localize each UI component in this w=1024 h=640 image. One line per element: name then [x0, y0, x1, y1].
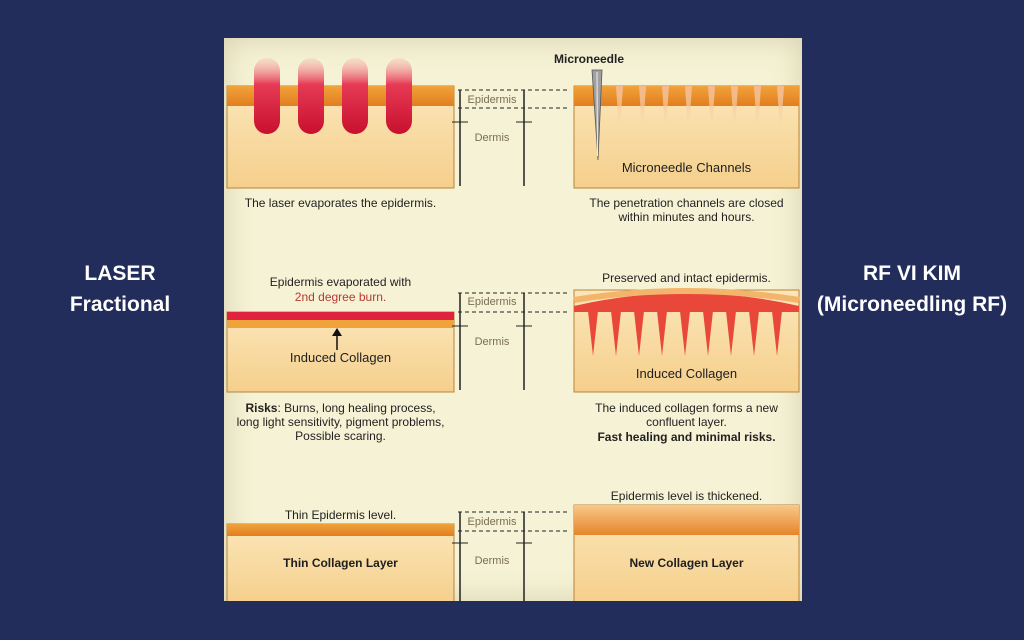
laser-column-4: [386, 58, 412, 134]
thin-collagen-layer-label: Thin Collagen Layer: [283, 556, 398, 570]
row3-right-skin-block: [573, 504, 800, 601]
row1-right-caption-line1: The penetration channels are closed: [589, 196, 784, 210]
row1-left-caption: The laser evaporates the epidermis.: [244, 196, 437, 210]
row2-layer-bracket: [452, 292, 570, 390]
new-collagen-layer-label: New Collagen Layer: [629, 556, 744, 570]
row2-right-caption-bold: Fast healing and minimal risks.: [597, 430, 776, 444]
left-label-line2: Fractional: [69, 293, 171, 316]
right-label-line2: (Microneedling RF): [816, 293, 1008, 316]
row3-layer-bracket: [452, 511, 570, 601]
row2-right-induced-collagen: Induced Collagen: [635, 366, 738, 381]
row2-left-induced-collagen: Induced Collagen: [289, 350, 392, 365]
row3-right-top: Epidermis level is thickened.: [610, 489, 763, 503]
row2-right-top: Preserved and intact epidermis.: [602, 271, 771, 285]
row1-epidermis-label: Epidermis: [467, 94, 517, 106]
microneedle-channels-label: Microneedle Channels: [621, 160, 752, 175]
diagram-graphics: [226, 58, 800, 601]
row2-right-caption-line1: The induced collagen forms a new: [595, 401, 778, 415]
laser-fractional-label: LASER Fractional: [40, 258, 200, 320]
row2-right-caption-line2: confluent layer.: [646, 415, 727, 429]
risks-label: Risks: [245, 401, 278, 415]
row2-left-risks-line3: Possible scaring.: [295, 429, 386, 443]
row3-left-skin-block: [226, 523, 455, 601]
laser-column-1: [254, 58, 280, 134]
row1-layer-bracket: [452, 89, 570, 186]
row2-left-top-line2: 2nd degree burn.: [294, 290, 387, 304]
row3-epidermis-label: Epidermis: [467, 516, 517, 528]
laser-column-2: [298, 58, 324, 134]
row3-dermis-label: Dermis: [474, 555, 510, 567]
rf-microneedling-label: RF VI KIM (Microneedling RF): [802, 258, 1022, 320]
arrow-up-icon: [332, 328, 342, 336]
left-label-line1: LASER: [84, 262, 156, 285]
row2-left-risks-line2: long light sensitivity, pigment problems…: [236, 415, 445, 429]
microneedle-label: Microneedle: [553, 52, 625, 66]
laser-column-3: [342, 58, 368, 134]
row2-epidermis-label: Epidermis: [467, 296, 517, 308]
row3-left-top: Thin Epidermis level.: [284, 508, 397, 522]
row1-right-skin-block: [573, 69, 800, 189]
row2-left-skin-block: [226, 311, 455, 393]
risks-text: : Burns, long healing process,: [277, 401, 436, 415]
row1-dermis-label: Dermis: [474, 132, 510, 144]
comparison-diagram: Microneedle Epidermis Dermis Microneedle…: [224, 38, 802, 601]
right-label-line1: RF VI KIM: [863, 262, 961, 285]
row1-left-skin-block: [226, 58, 455, 189]
row2-dermis-label: Dermis: [474, 336, 510, 348]
row2-right-skin-block: [573, 288, 800, 393]
row2-left-top-line1: Epidermis evaporated with: [269, 275, 412, 289]
row2-left-risks-line1: Risks: Burns, long healing process,: [227, 401, 454, 415]
row1-right-caption-line2: within minutes and hours.: [618, 210, 755, 224]
